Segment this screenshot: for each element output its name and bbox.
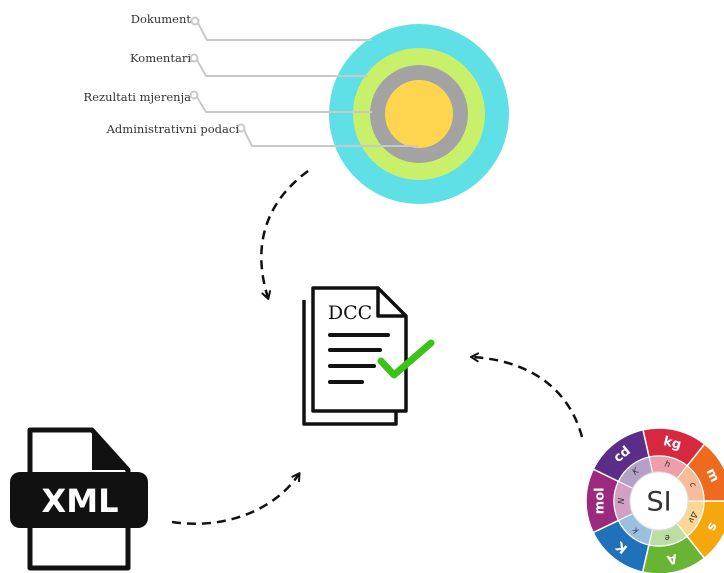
arrow-layers-to-dcc	[260, 169, 309, 300]
ring-administrativni-podaci	[385, 80, 453, 148]
document-text-lines	[328, 333, 390, 384]
dcc-document-icon: DCC	[302, 286, 435, 426]
leader-line-dokument	[197, 22, 372, 41]
leader-line-rezultati	[196, 96, 372, 113]
dcc-label: DCC	[328, 302, 372, 324]
xml-band	[10, 472, 148, 528]
si-constant-label: e	[663, 532, 670, 543]
document-fold	[376, 288, 406, 318]
leader-dot-1	[190, 16, 200, 26]
leader-line-administrativni	[243, 129, 418, 147]
si-unit-label: m	[703, 466, 722, 485]
arrow-xml-to-dcc	[171, 472, 301, 525]
leader-dot-2	[189, 53, 199, 63]
si-constant-label: k	[630, 524, 641, 536]
si-constant-label: Δν	[685, 509, 699, 524]
xml-fold	[92, 430, 128, 470]
document-back-page	[302, 300, 398, 426]
si-unit-label: mol	[592, 487, 607, 514]
leader-lines	[189, 16, 418, 147]
label-rezultati-mjerenja: Rezultati mjerenja	[84, 90, 192, 104]
check-icon	[377, 339, 435, 379]
si-constant-label: c	[687, 481, 698, 490]
si-center-label: SI	[646, 487, 671, 518]
leader-dot-3	[189, 90, 199, 100]
arrow-si-to-dcc	[470, 352, 584, 438]
label-administrativni-podaci: Administrativni podaci	[106, 122, 240, 136]
si-unit-label: kg	[662, 434, 683, 453]
si-constant-label: K	[631, 465, 643, 477]
label-komentari: Komentari	[130, 51, 191, 65]
xml-label: XML	[42, 482, 119, 520]
si-constant-label: h	[664, 459, 672, 470]
leader-line-komentari	[196, 59, 368, 77]
leader-dot-4	[236, 123, 246, 133]
si-constant-label: N	[617, 497, 627, 504]
si-center-disc	[629, 471, 689, 531]
label-dokument: Dokument	[131, 12, 192, 26]
layer-rings	[329, 24, 509, 204]
si-unit-label: A	[665, 550, 678, 567]
xml-file-icon: XML	[10, 427, 148, 571]
